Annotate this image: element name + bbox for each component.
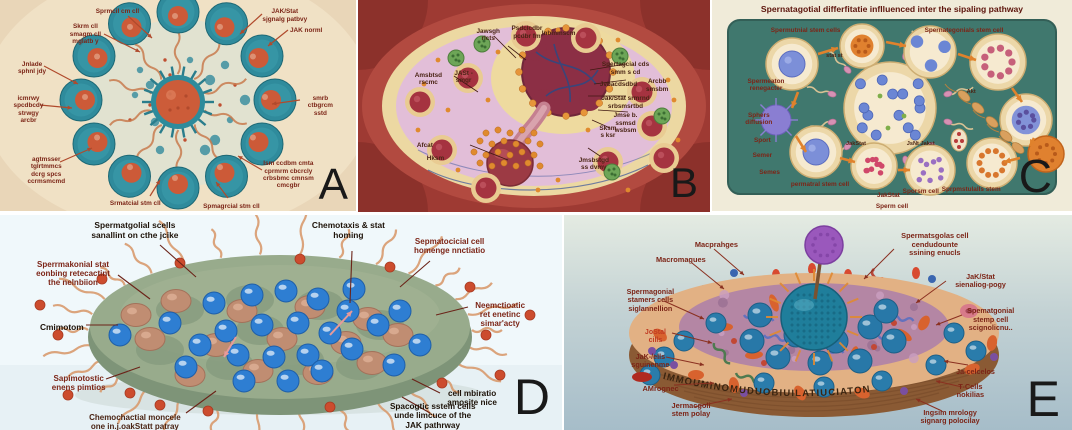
annotation-label: Ism ccdbm cmta cprmrm cbcrcly crbsbmc cm… [262,160,314,190]
annotation-label: Spmagrcial stm cll [203,202,260,210]
annotation-label: Afcat [416,142,433,150]
annotation-label: Hksm [426,154,445,162]
panel-d-labels: Spermatgolial scells sanallint on cthe j… [0,215,562,430]
annotation-label: Ja-celcelos [956,366,995,376]
annotation-label: Chemochactial moncele one in.j.oakStatt … [89,412,181,430]
annotation-label: JAK norml [290,27,323,35]
annotation-label: JoStal cills [644,328,666,344]
annotation-label: smrb ctbgrcm sstd [307,94,333,117]
annotation-label: Cmimotom [39,321,84,332]
annotation-label: Semes [759,168,780,176]
annotation-label: Spermagonial stamers cells siglannellion [626,287,675,313]
annotation-label: JAK/Stat sjgnalg patbvy [262,8,308,23]
panel-e: IMMOUMINOMUDUOBIUILATIUCIATON Macprahges… [564,215,1072,430]
annotation-label: Arcbb smsbm [645,78,669,93]
annotation-label: T-Cells nokilias [956,381,985,400]
panel-d-letter: D [513,369,550,425]
panel-d-illustration [0,215,562,430]
annotation-label: Sapimotostic enens pimtios [51,374,106,393]
annotation-label: Skrm cll smagm cll mglatb y [69,23,102,45]
annotation-label: Sksm s ksr [599,125,617,140]
annotation-label: Jermacgoli stem polay [671,401,711,419]
annotation-label: Spematgonial stemp cell scignolicnu.. [967,306,1015,332]
annotation-label: Jmse b. ssmsd wsbsm [613,112,638,134]
panel-c: Spernatagotial differfitatie inflluenced… [712,0,1072,211]
panel-e-letter: E [1026,371,1060,427]
annotation-label: Sport [754,137,771,145]
annotation-label: Sprpmstulalls stem [941,185,1001,193]
annotation-label: Spermeaton renegacter [747,78,785,93]
annotation-label: Spermutnial stem cells [770,27,841,35]
annotation-label: Jak/Stat srmrnd srbsmsrtbd [601,95,650,110]
annotation-label: Sphers diffusion [745,111,773,127]
annotation-label: Jmsbstgd ss dvmy [578,156,609,172]
panel-b-illustration [358,0,710,212]
annotation-label: Spermatsgolas cell cendudounte ssining e… [901,231,969,258]
panel-c-title: Spernatagotial differfitatie inflluenced… [760,4,1024,15]
annotation-label: Spernategonials stem cell [924,27,1004,35]
panel-b-letter: B [669,159,698,206]
annotation-label: JakStat [877,192,900,199]
annotation-label: stat st [826,52,843,59]
annotation-label: agtmsser tglrtmmcs dcrg spcs ccrmsmcmd [27,156,66,186]
annotation-label: JaK-/ells sguinenme [631,351,670,369]
annotation-label: Neemctioatic ret enetinc simar'acty [475,301,526,329]
annotation-label: Akt [966,88,976,95]
annotation-label: Chemotaxis & stat homing [311,220,385,241]
annotation-label: Sepmatocicial cell homenge nnctiatio [414,236,486,255]
annotation-label: icmrwy spcdbcdy strwgy arcbr [13,94,44,124]
annotation-label: Amsbtsd rscmc [414,72,443,87]
annotation-label: permatral stem cell [790,181,850,189]
annotation-label: Jnlade sphnl jdy [18,61,47,76]
annotation-label: Semer [752,151,773,159]
annotation-label: JASt - smgr [454,69,473,85]
panel-c-labels: Spermutnial stem cells Spernategonials st… [712,0,1072,211]
annotation-label: Jvbacdsdbd [599,80,638,88]
annotation-label: Ingsim mrology signarg polocilay [920,407,980,425]
annotation-label: Sporsm cell [902,187,939,195]
annotation-label: Spacogtic sstem cells unde limcuce of th… [389,402,476,430]
annotation-label: Sperrmakonial stat eonbing retecactint t… [36,260,110,288]
annotation-label: Jawsgh rlcts [476,27,500,42]
annotation-label: Psdclcdbr pcdbr fm [511,25,543,40]
panel-c-illustration [712,0,1072,211]
annotation-label: Macprahges [694,239,738,249]
panel-c-letter: C [1018,150,1052,202]
annotation-label: Spermatgolial scells sanallint on cthe j… [91,220,179,241]
annotation-label: AMrognec [642,383,679,393]
annotation-label: Macromagues [655,254,706,264]
annotation-label: JakStat [846,141,866,148]
panel-d: Spermatgolial scells sanallint on cthe j… [0,215,562,430]
annotation-label: cell mbiratio amosite nice [447,389,497,408]
annotation-label: Spertagcial cds smm s cd [601,61,650,76]
annotation-label: Srmatcial stm cll [109,200,161,208]
panel-e-illustration: IMMOUMINOMUDUOBIUILATIUCIATON [564,215,1072,430]
annotation-label: JsNt Jakst [906,141,935,148]
annotation-label: Inbmmscm [541,29,576,37]
panel-a-letter: A [318,160,348,209]
annotation-label: Sprmcil cm cll [95,8,140,16]
annotation-label: Sperm cell [875,202,909,210]
panel-a-illustration [0,0,356,211]
annotation-label: JaK/Stat sienaliog-pogy [955,272,1006,290]
